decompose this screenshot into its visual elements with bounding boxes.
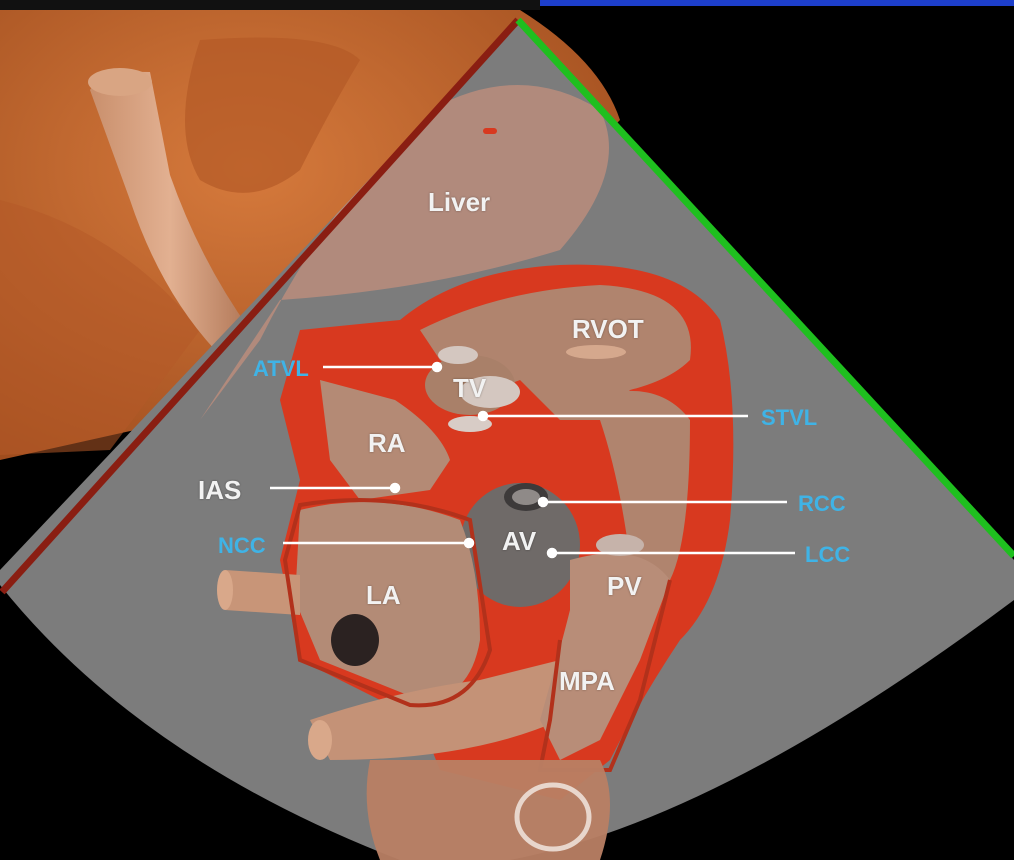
label-ra: RA [368,430,406,456]
label-stvl: STVL [761,407,817,429]
ivc-tube-opening [88,68,152,96]
label-ias: IAS [198,477,241,503]
label-mpa: MPA [559,668,615,694]
label-lcc: LCC [805,544,850,566]
label-rvot: RVOT [572,316,644,342]
label-rcc: RCC [798,493,846,515]
label-av: AV [502,528,536,554]
label-ncc: NCC [218,535,266,557]
label-atvl: ATVL [253,358,309,380]
label-pv: PV [607,573,642,599]
label-tv: TV [453,375,486,401]
label-la: LA [366,582,401,608]
label-liver: Liver [428,189,490,215]
